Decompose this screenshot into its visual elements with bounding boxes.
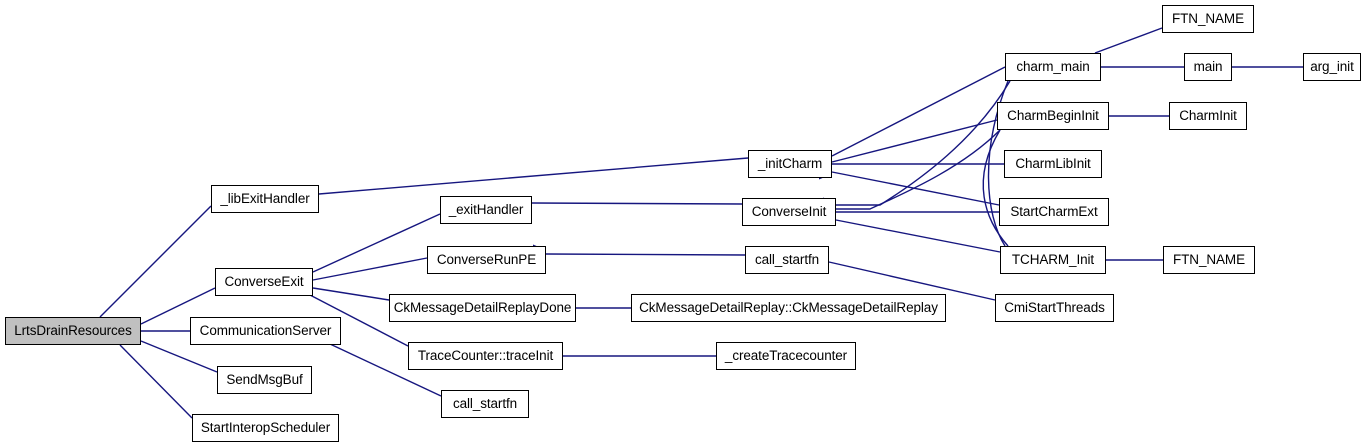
graph-node-label: CharmBeginInit — [1007, 108, 1099, 124]
graph-node-CkMessageDetailReplayDone[interactable]: CkMessageDetailReplayDone — [389, 294, 576, 322]
graph-node-label: TCHARM_Init — [1011, 252, 1095, 268]
graph-node-TCHARM_Init[interactable]: TCHARM_Init — [1000, 246, 1106, 274]
graph-node-label: _initCharm — [757, 156, 823, 172]
graph-node-label: _libExitHandler — [220, 191, 310, 207]
graph-node-call_startfn_bottom[interactable]: call_startfn — [441, 390, 529, 418]
graph-node-label: ConverseInit — [751, 204, 827, 220]
graph-edge-exitHandler-to-ConverseExit — [312, 213, 441, 273]
graph-node-ConverseRunPE[interactable]: ConverseRunPE — [427, 246, 546, 274]
graph-edge-StartInteropScheduler-to-LrtsDrainResources — [119, 344, 193, 419]
graph-node-label: FTN_NAME — [1172, 11, 1244, 27]
graph-node-label: call_startfn — [452, 396, 518, 412]
graph-node-label: arg_init — [1310, 59, 1354, 75]
graph-node-CharmInit[interactable]: CharmInit — [1169, 102, 1247, 130]
graph-node-label: CmiStartThreads — [1004, 300, 1105, 316]
graph-node-label: call_startfn — [754, 252, 820, 268]
graph-edge-charm_main-to-initCharm — [831, 66, 1006, 157]
graph-node-ConverseInit[interactable]: ConverseInit — [742, 198, 836, 226]
graph-edge-libExitHandler-to-LrtsDrainResources — [99, 205, 212, 318]
graph-edge-charm_main-to-ConverseInit — [836, 80, 1011, 206]
graph-node-label: CommunicationServer — [199, 323, 332, 339]
graph-edge-call_startfn_top-to-ConverseRunPE — [545, 253, 746, 256]
graph-node-FTN_NAME_top[interactable]: FTN_NAME — [1162, 5, 1254, 33]
graph-node-createTracecounter[interactable]: _createTracecounter — [716, 342, 856, 370]
graph-node-ConverseExit[interactable]: ConverseExit — [215, 268, 313, 296]
graph-node-call_startfn_top[interactable]: call_startfn — [745, 246, 829, 274]
graph-edge-SendMsgBuf-to-LrtsDrainResources — [140, 340, 218, 373]
graph-node-initCharm[interactable]: _initCharm — [748, 150, 832, 178]
graph-node-CkMessageDetailReplayCtor[interactable]: CkMessageDetailReplay::CkMessageDetailRe… — [631, 294, 946, 322]
graph-node-label: ConverseRunPE — [436, 252, 537, 268]
graph-edge-FTN_NAME_top-to-charm_main — [1094, 27, 1163, 54]
graph-node-SendMsgBuf[interactable]: SendMsgBuf — [217, 366, 312, 394]
graph-node-main[interactable]: main — [1184, 53, 1232, 81]
graph-edge-CharmBeginInit-to-initCharm — [831, 119, 998, 163]
graph-node-label: LrtsDrainResources — [14, 323, 132, 339]
graph-edge-CharmBeginInit-to-ConverseInit — [836, 129, 1001, 210]
graph-node-CharmLibInit[interactable]: CharmLibInit — [1004, 150, 1102, 178]
graph-node-FTN_NAME_bottom[interactable]: FTN_NAME — [1163, 246, 1255, 274]
graph-node-label: CharmInit — [1179, 108, 1237, 124]
graph-node-label: CkMessageDetailReplayDone — [393, 300, 572, 316]
graph-node-label: main — [1193, 59, 1223, 75]
graph-node-label: _createTracecounter — [724, 348, 848, 364]
graph-node-libExitHandler[interactable]: _libExitHandler — [211, 185, 319, 213]
graph-node-StartCharmExt[interactable]: StartCharmExt — [999, 198, 1109, 226]
graph-node-CommunicationServer[interactable]: CommunicationServer — [190, 317, 341, 345]
graph-node-CharmBeginInit[interactable]: CharmBeginInit — [997, 102, 1109, 130]
graph-node-exitHandler[interactable]: _exitHandler — [440, 196, 532, 224]
graph-node-label: StartCharmExt — [1010, 204, 1098, 220]
graph-edge-CharmBeginInit-to-TCHARM_Init — [982, 129, 1009, 247]
graph-node-label: StartInteropScheduler — [200, 420, 331, 436]
graph-node-label: SendMsgBuf — [226, 372, 303, 388]
graph-node-label: _exitHandler — [448, 202, 524, 218]
graph-node-label: CkMessageDetailReplay::CkMessageDetailRe… — [639, 300, 938, 316]
graph-edge-StartCharmExt-to-initCharm — [831, 171, 1000, 206]
graph-node-label: FTN_NAME — [1173, 252, 1245, 268]
graph-node-TraceCounterTraceInit[interactable]: TraceCounter::traceInit — [408, 342, 563, 370]
graph-node-label: ConverseExit — [224, 274, 304, 290]
graph-node-charm_main[interactable]: charm_main — [1005, 53, 1101, 81]
graph-edge-initCharm-to-libExitHandler — [318, 157, 749, 195]
graph-node-CmiStartThreads[interactable]: CmiStartThreads — [995, 294, 1114, 322]
graph-edge-TCHARM_Init-to-ConverseInit — [835, 219, 1001, 253]
graph-node-arg_init[interactable]: arg_init — [1303, 53, 1361, 81]
graph-node-label: TraceCounter::traceInit — [417, 348, 554, 364]
graph-node-LrtsDrainResources[interactable]: LrtsDrainResources — [5, 317, 141, 345]
graph-edge-ConverseInit-to-exitHandler — [531, 202, 743, 205]
graph-edge-ConverseRunPE-to-ConverseExit — [312, 257, 428, 281]
graph-edge-CkMessageDetailReplayDone-to-ConverseExit — [312, 287, 390, 301]
graph-node-label: charm_main — [1016, 59, 1090, 75]
graph-node-label: CharmLibInit — [1015, 156, 1091, 172]
graph-node-StartInteropScheduler[interactable]: StartInteropScheduler — [192, 414, 339, 442]
